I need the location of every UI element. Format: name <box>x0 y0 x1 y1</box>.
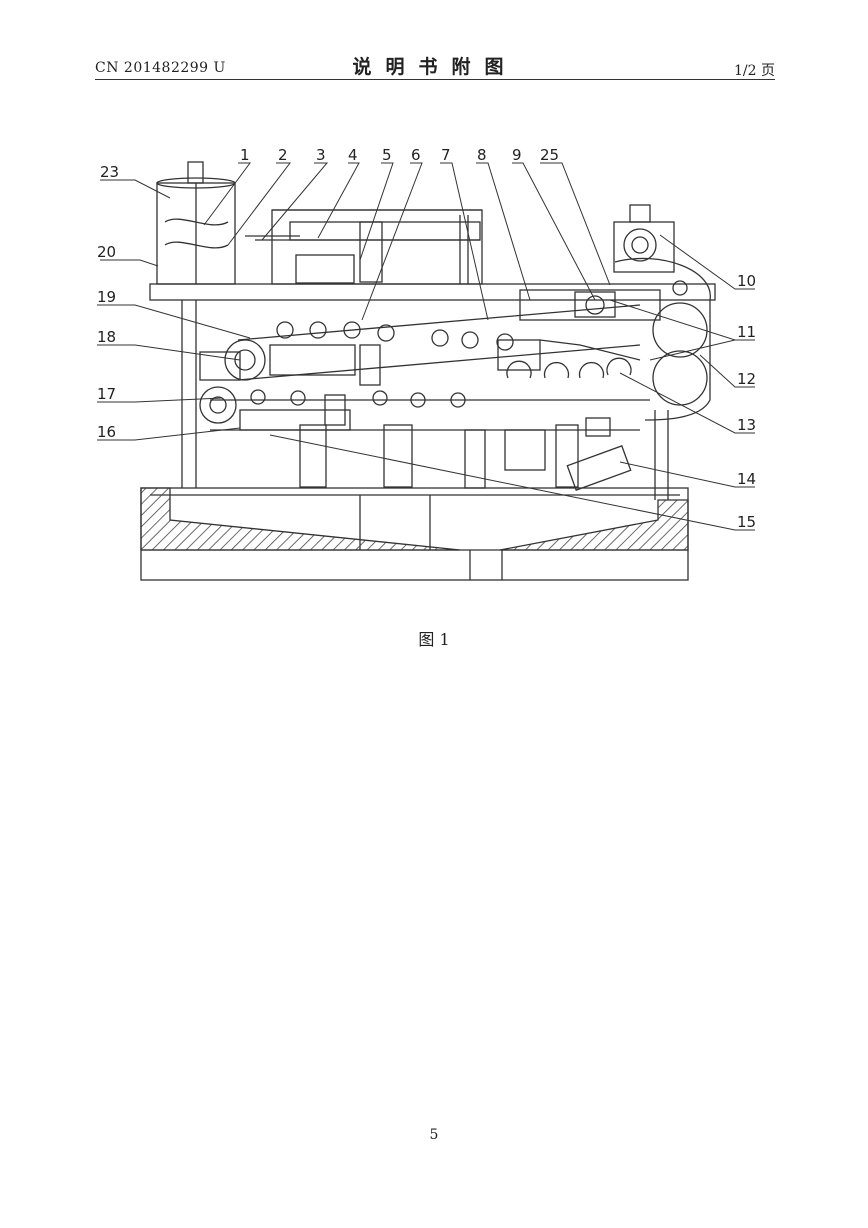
machine-drawing: 1 2 3 4 5 6 7 8 9 25 23 20 19 18 17 16 1… <box>97 146 756 581</box>
label-20: 20 <box>97 243 116 261</box>
leader-lines <box>97 162 755 531</box>
label-13: 13 <box>737 416 756 434</box>
label-25: 25 <box>540 146 559 164</box>
label-14: 14 <box>737 470 756 488</box>
label-4: 4 <box>348 146 358 164</box>
page-number: 5 <box>429 1127 439 1143</box>
label-2: 2 <box>278 146 288 164</box>
label-9: 9 <box>512 146 522 164</box>
label-19: 19 <box>97 288 116 306</box>
drawing-lines <box>140 161 716 581</box>
label-10: 10 <box>737 272 756 290</box>
header-rule <box>95 79 775 80</box>
page-header: CN 201482299 U 说明书附图 1/2 页 <box>95 50 775 80</box>
figure-caption: 图 1 <box>418 630 450 649</box>
patent-number: CN 201482299 U <box>95 60 226 76</box>
label-11: 11 <box>737 323 756 341</box>
label-18: 18 <box>97 328 116 346</box>
label-12: 12 <box>737 370 756 388</box>
label-8: 8 <box>477 146 487 164</box>
label-3: 3 <box>316 146 326 164</box>
label-17: 17 <box>97 385 116 403</box>
label-6: 6 <box>411 146 421 164</box>
document-title: 说明书附图 <box>352 56 518 78</box>
label-5: 5 <box>382 146 392 164</box>
upper-platform <box>149 283 716 301</box>
label-15: 15 <box>737 513 756 531</box>
label-16: 16 <box>97 423 116 441</box>
page-indicator: 1/2 页 <box>734 63 775 79</box>
label-1: 1 <box>240 146 250 164</box>
label-7: 7 <box>441 146 451 164</box>
label-23: 23 <box>100 163 119 181</box>
label-set: 1 2 3 4 5 6 7 8 9 25 23 20 19 18 17 16 1… <box>97 146 756 531</box>
